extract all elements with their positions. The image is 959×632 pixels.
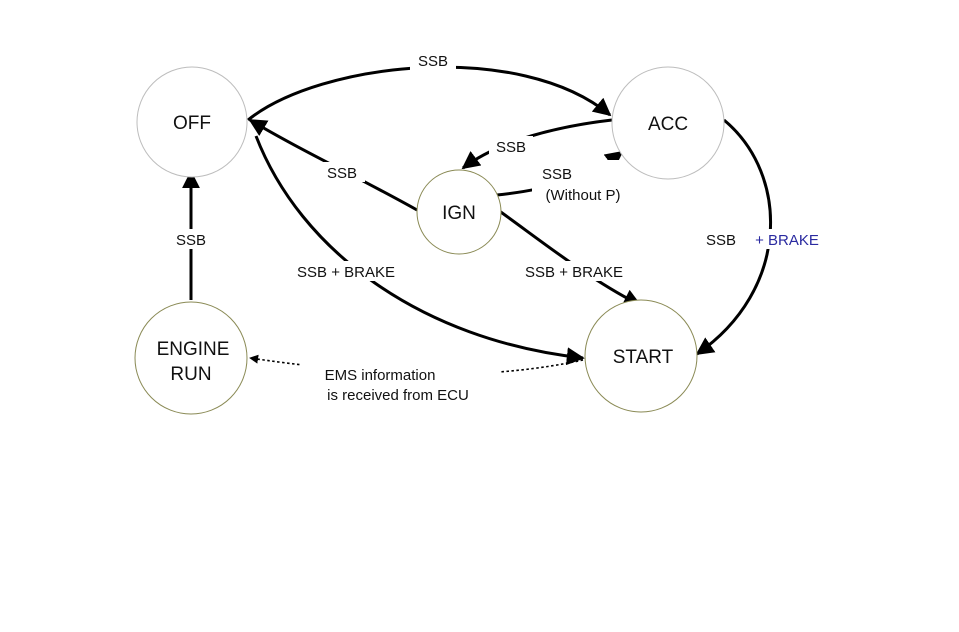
label-start-to-engine-run-line2: is received from ECU bbox=[327, 387, 469, 404]
node-engine-run: ENGINE RUN bbox=[134, 301, 248, 415]
node-ign: IGN bbox=[416, 169, 502, 255]
node-engine-run-circle bbox=[134, 301, 248, 415]
node-ign-circle bbox=[416, 169, 502, 255]
label-off-to-acc: SSB bbox=[410, 50, 456, 70]
node-acc: ACC bbox=[611, 66, 725, 180]
label-ign-to-acc-line1: SSB bbox=[542, 166, 572, 183]
label-ign-to-start-text: SSB + BRAKE bbox=[525, 264, 623, 281]
edge-ign-to-start bbox=[497, 208, 642, 307]
label-off-to-start: SSB + BRAKE bbox=[283, 261, 409, 281]
node-off: OFF bbox=[136, 66, 248, 178]
node-start-circle bbox=[584, 299, 698, 413]
label-ign-to-off-text: SSB bbox=[327, 165, 357, 182]
node-ign-label: IGN bbox=[442, 203, 476, 224]
label-ign-to-start: SSB + BRAKE bbox=[510, 261, 638, 281]
label-start-to-engine-run-line1: EMS information bbox=[325, 367, 436, 384]
label-acc-to-start-part2: + BRAKE bbox=[755, 232, 819, 249]
label-engine-run-to-off-text: SSB bbox=[176, 232, 206, 249]
node-start-label: START bbox=[613, 347, 674, 368]
edge-acc-to-ign bbox=[461, 118, 613, 170]
node-off-circle bbox=[136, 66, 248, 178]
node-start: START bbox=[584, 299, 698, 413]
label-ign-to-off: SSB bbox=[319, 162, 365, 182]
node-engine-run-line1: ENGINE bbox=[157, 339, 230, 360]
label-acc-to-start: SSB + BRAKE bbox=[699, 229, 833, 249]
node-acc-label: ACC bbox=[648, 114, 688, 135]
label-acc-to-ign-text: SSB bbox=[496, 139, 526, 156]
node-acc-circle bbox=[611, 66, 725, 180]
node-off-label: OFF bbox=[173, 113, 211, 134]
label-off-to-start-text: SSB + BRAKE bbox=[297, 264, 395, 281]
label-engine-run-to-off: SSB bbox=[166, 229, 216, 249]
label-start-to-engine-run: EMS information is received from ECU bbox=[300, 364, 500, 406]
label-ign-to-acc: SSB (Without P) bbox=[532, 160, 632, 208]
label-acc-to-start-part1: SSB bbox=[706, 232, 736, 249]
node-engine-run-line2: RUN bbox=[170, 364, 211, 385]
label-off-to-acc-text: SSB bbox=[418, 53, 448, 70]
edge-off-to-acc bbox=[247, 65, 612, 122]
edge-off-to-start bbox=[254, 135, 585, 366]
label-acc-to-ign: SSB bbox=[489, 136, 533, 156]
label-ign-to-acc-line2: (Without P) bbox=[545, 187, 620, 204]
